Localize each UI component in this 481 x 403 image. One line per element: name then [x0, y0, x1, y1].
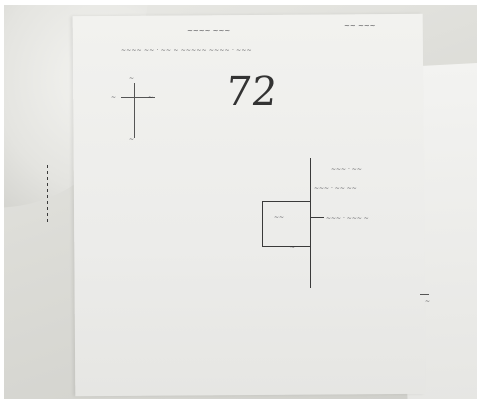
compass-horizontal-line: [121, 97, 155, 98]
margin-mark: ~: [425, 298, 431, 305]
diagram-box-mark: ~: [290, 244, 296, 251]
handwritten-corner-note: ~~ ~~~: [344, 22, 376, 30]
compass-east-mark: ~: [148, 94, 154, 101]
diagram-pointer-line: [310, 217, 324, 218]
diagram-box-top: [262, 201, 310, 202]
diagram-box-label: ~~: [274, 214, 285, 221]
diagram-box-bottom: [262, 246, 310, 247]
diagram-vertical-line: [310, 158, 311, 288]
compass-north-mark: ~: [129, 75, 135, 82]
diagram-annotation-2: ~~~ · ~~ ~~: [314, 185, 357, 192]
compass-west-mark: ~: [111, 94, 117, 101]
handwritten-heading: ~~~~ ~~~: [187, 27, 231, 35]
dashed-margin-line: [47, 165, 48, 223]
compass-south-mark: ~: [129, 136, 135, 143]
diagram-annotation-1: ~~~ · ~~: [331, 166, 362, 173]
diagram-box-left: [262, 201, 263, 247]
margin-tick: [420, 294, 429, 295]
diagram-annotation-3: ~~~ · ~~~ ~: [326, 215, 369, 222]
handwritten-header-line: ~~~~ ~~ · ~~ ~ ~~~~~ ~~~~ · ~~~: [121, 47, 252, 54]
compass-vertical-line: [134, 83, 135, 138]
photo: ~~~~ ~~~ ~~ ~~~ ~~~~ ~~ · ~~ ~ ~~~~~ ~~~…: [4, 5, 477, 399]
score-mark: 72: [223, 69, 280, 115]
